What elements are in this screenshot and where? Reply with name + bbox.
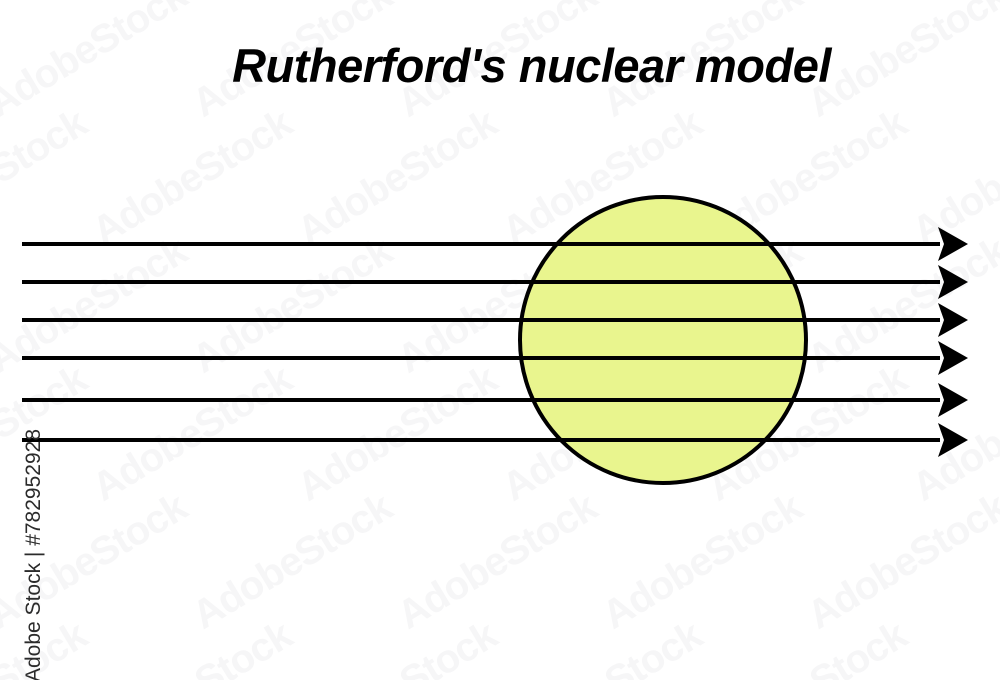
alpha-particle-rays-overlay-group [22, 227, 968, 457]
alpha-ray-arrowhead [938, 341, 968, 375]
alpha-ray-arrowhead [938, 265, 968, 299]
alpha-ray-arrowhead [938, 227, 968, 261]
alpha-ray-arrowhead [938, 383, 968, 417]
alpha-ray-arrowhead [938, 303, 968, 337]
nucleus-circle [518, 195, 808, 485]
page-title: Rutherford's nuclear model [232, 39, 831, 92]
stock-credit-watermark: Adobe Stock | #782952928 [22, 429, 45, 680]
alpha-ray-arrowhead [938, 423, 968, 457]
